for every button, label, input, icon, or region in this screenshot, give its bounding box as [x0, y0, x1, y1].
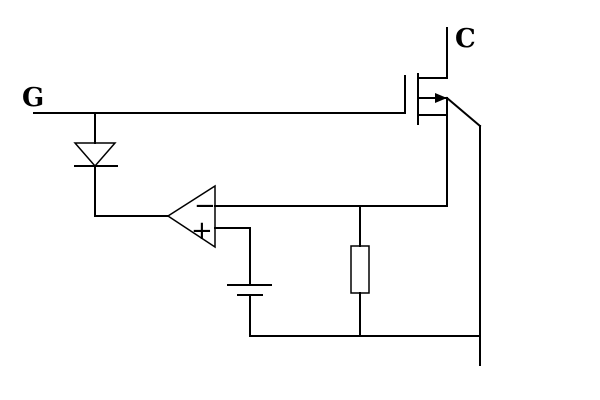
- sense-wire: [214, 97, 448, 207]
- battery-symbol: [227, 227, 272, 337]
- collector-label: C: [455, 24, 476, 54]
- resistor-body: [350, 245, 370, 294]
- gate-wire: [33, 75, 406, 114]
- op-amp-plus: +: [191, 216, 213, 246]
- emitter-wire: [445, 96, 482, 366]
- gate-label: G: [22, 83, 44, 113]
- op-amp-symbol: − +: [166, 184, 251, 249]
- op-amp-triangle: [166, 184, 216, 249]
- resistor-symbol: [350, 205, 370, 337]
- op-amp-minus: −: [194, 191, 216, 221]
- transistor-symbol: [417, 27, 448, 125]
- diode-triangle: [73, 142, 117, 168]
- diode-symbol: [73, 112, 169, 217]
- emitter-arrow-head: [435, 93, 447, 103]
